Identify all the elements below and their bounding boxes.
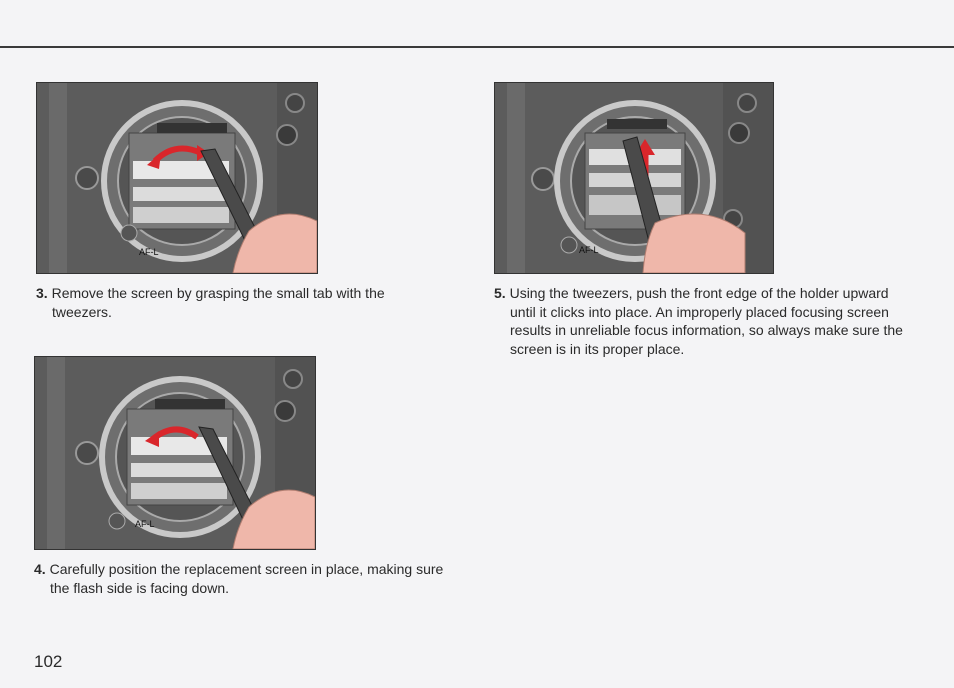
label-afl-5: AF-L bbox=[579, 245, 599, 255]
step-text: Using the tweezers, push the front edge … bbox=[509, 285, 903, 357]
step-5-caption: 5. Using the tweezers, push the front ed… bbox=[494, 284, 914, 358]
label-afl-4: AF-L bbox=[135, 519, 155, 529]
label-afl-3: AF-L bbox=[139, 247, 159, 257]
step-3-caption: 3. Remove the screen by grasping the sma… bbox=[36, 284, 436, 321]
figure-step-3: AF-L bbox=[36, 82, 318, 274]
step-text: Carefully position the replacement scree… bbox=[49, 561, 444, 596]
step-number: 3. bbox=[36, 285, 48, 301]
camera-mount-illustration: AF-L bbox=[37, 83, 317, 273]
camera-mount-illustration: AF-L bbox=[495, 83, 773, 273]
figure-step-4: AF-L bbox=[34, 356, 316, 550]
figure-step-5: AF-L bbox=[494, 82, 774, 274]
header-rule bbox=[0, 46, 954, 48]
step-4-caption: 4. Carefully position the replacement sc… bbox=[34, 560, 454, 597]
step-number: 4. bbox=[34, 561, 46, 577]
camera-mount-illustration: AF-L bbox=[35, 357, 315, 549]
page-number: 102 bbox=[34, 652, 63, 671]
step-text: Remove the screen by grasping the small … bbox=[51, 285, 385, 320]
step-number: 5. bbox=[494, 285, 506, 301]
